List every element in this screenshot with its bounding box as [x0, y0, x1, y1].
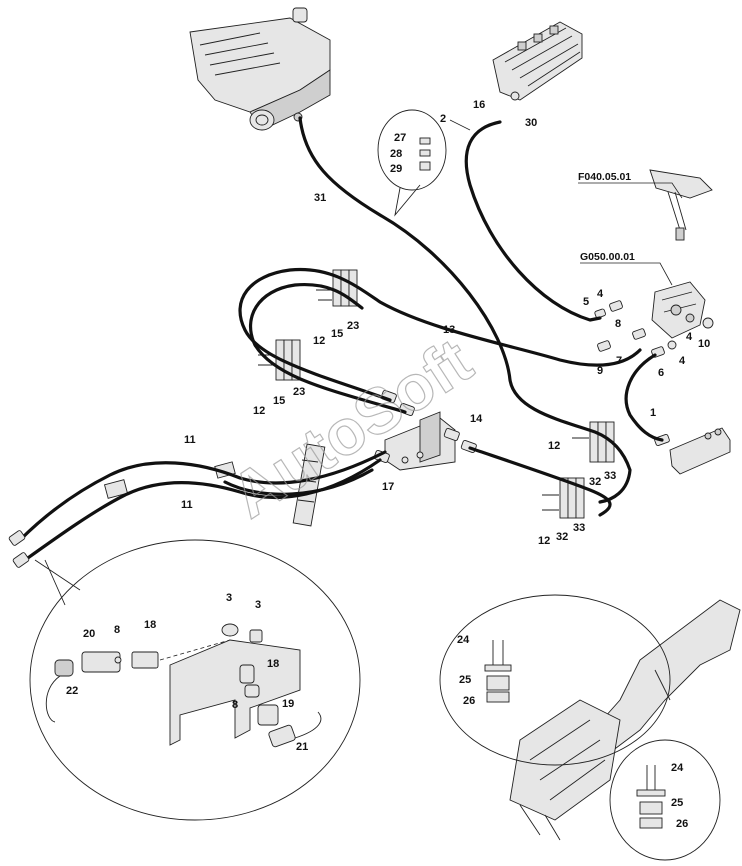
- coupler-detail-inset: [29, 539, 361, 821]
- callout-3b: 3: [255, 599, 261, 611]
- callout-24b: 24: [671, 762, 684, 774]
- callout-13: 13: [443, 324, 455, 336]
- callout-25b: 25: [671, 797, 683, 809]
- callout-11b: 11: [181, 499, 193, 511]
- callout-8a: 8: [615, 318, 621, 330]
- callout-24a: 24: [457, 634, 470, 646]
- callout-15a: 15: [331, 328, 343, 340]
- clamp-block-far-left: [103, 461, 236, 499]
- callout-14: 14: [470, 413, 483, 425]
- callout-33a: 33: [604, 470, 616, 482]
- callout-32b: 32: [556, 531, 568, 543]
- callout-16: 16: [473, 99, 485, 111]
- callout-21: 21: [296, 741, 308, 753]
- callout-33b: 33: [573, 522, 585, 534]
- callout-18b: 18: [267, 658, 279, 670]
- boom-clamp-inset: [439, 594, 671, 766]
- callout-4b: 4: [686, 331, 693, 343]
- callout-28: 28: [390, 148, 402, 160]
- control-valve-stack: [492, 21, 583, 101]
- callout-9: 9: [597, 365, 603, 377]
- boom-clamp-inset-lower: [609, 739, 721, 861]
- auxiliary-valve: [654, 427, 731, 475]
- callout-17: 17: [382, 481, 394, 493]
- callout-15b: 15: [273, 395, 285, 407]
- callout-20: 20: [83, 628, 95, 640]
- callout-3a: 3: [226, 592, 232, 604]
- callout-29: 29: [390, 163, 402, 175]
- callout-25a: 25: [459, 674, 471, 686]
- callout-32a: 32: [589, 476, 601, 488]
- quick-couplers: [8, 530, 30, 568]
- callout-6: 6: [658, 367, 664, 379]
- excavator-boom: [509, 599, 741, 841]
- valve-unit: [651, 281, 706, 339]
- clamp-block-right-lower: [542, 477, 585, 519]
- callout-10: 10: [698, 338, 710, 350]
- callout-5: 5: [583, 296, 589, 308]
- fastener-inset-bubble: [377, 109, 447, 217]
- callout-8c: 8: [232, 699, 238, 711]
- hoses: [18, 116, 664, 562]
- callout-23a: 23: [347, 320, 359, 332]
- callout-4a: 4: [597, 288, 604, 300]
- ref-valve-unit: G050.00.01: [580, 251, 635, 263]
- callout-12a: 12: [313, 335, 325, 347]
- engine-tank: [189, 7, 331, 131]
- pedal-assembly: [649, 169, 713, 241]
- callout-18a: 18: [144, 619, 156, 631]
- callout-12d: 12: [538, 535, 550, 547]
- callout-30: 30: [525, 117, 537, 129]
- ref-valve-block: F040.05.01: [578, 171, 631, 183]
- callout-11a: 11: [184, 434, 196, 446]
- callout-31: 31: [314, 192, 326, 204]
- callout-7: 7: [616, 355, 622, 367]
- callout-26b: 26: [676, 818, 688, 830]
- callout-22: 22: [66, 685, 78, 697]
- callout-12c: 12: [548, 440, 560, 452]
- callout-8b: 8: [114, 624, 120, 636]
- callouts: 1 2 3 3 4 4 4 5 6 7 8 8 8 9 10 11 11 12 …: [66, 99, 710, 830]
- callout-1: 1: [650, 407, 656, 419]
- callout-4c: 4: [679, 355, 686, 367]
- callout-2: 2: [440, 113, 446, 125]
- callout-26a: 26: [463, 695, 475, 707]
- callout-23b: 23: [293, 386, 305, 398]
- callout-12b: 12: [253, 405, 265, 417]
- callout-19: 19: [282, 698, 294, 710]
- callout-27: 27: [394, 132, 406, 144]
